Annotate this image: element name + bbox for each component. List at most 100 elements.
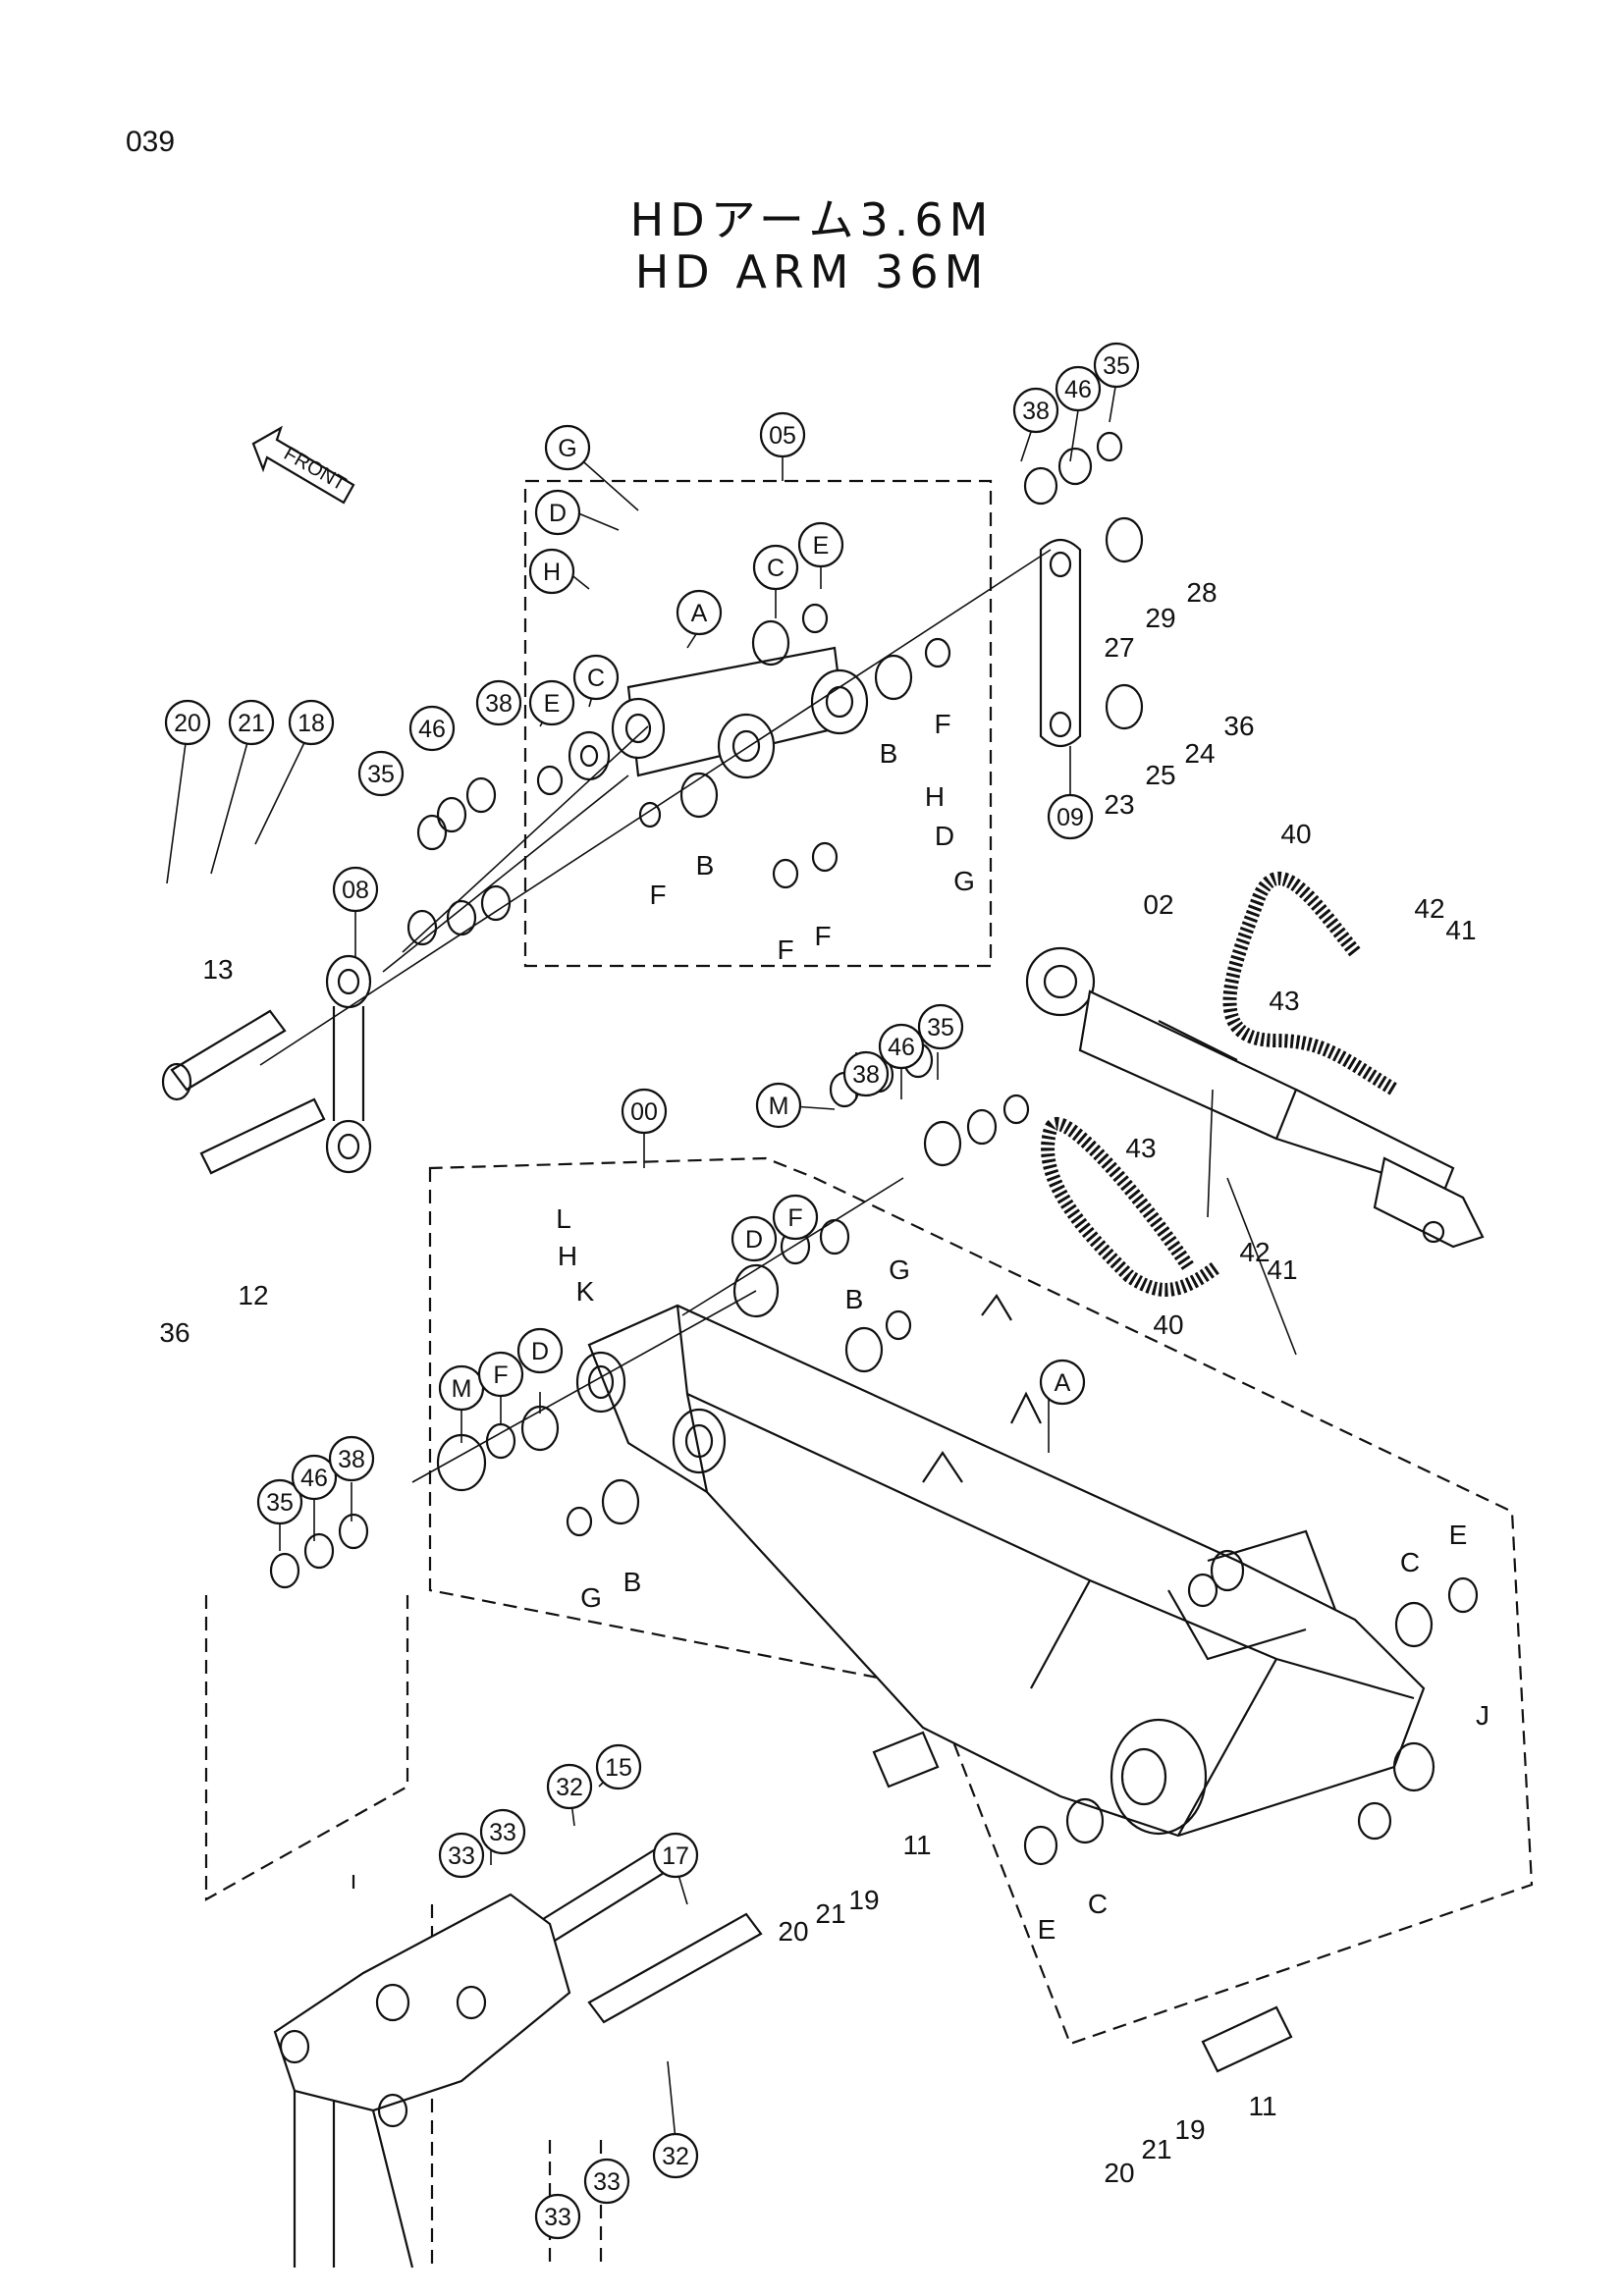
callout-text: 20 (174, 710, 201, 737)
callout-circled-c-G1: G (544, 424, 591, 471)
callout-text: 35 (1103, 352, 1130, 380)
callout-circled-c-E1: E (797, 521, 844, 568)
callout-label-l-J: J (1476, 1700, 1489, 1731)
callout-text: 05 (769, 422, 796, 450)
callout-label-l-23: 23 (1104, 789, 1134, 820)
callout-text: H (558, 1241, 577, 1271)
hydraulic-hose-40-lower (1041, 1117, 1222, 1297)
hydraulic-hose-40-upper (1222, 872, 1398, 1096)
callout-text: L (556, 1203, 571, 1234)
callout-text: 19 (1174, 2114, 1205, 2145)
page-number: 039 (126, 126, 176, 158)
callout-label-l-40b: 40 (1153, 1309, 1183, 1340)
callout-circled-c-09: 09 (1047, 793, 1094, 840)
callout-text: 11 (902, 1830, 931, 1860)
callout-text: H (543, 559, 561, 586)
callout-label-l-24: 24 (1184, 738, 1215, 769)
callout-circled-c-D2: D (731, 1215, 778, 1262)
callout-text: M (452, 1375, 472, 1403)
callout-label-l-43a: 43 (1269, 986, 1299, 1016)
callout-text: 42 (1414, 893, 1444, 924)
callout-text: 43 (1125, 1133, 1156, 1163)
callout-label-l-E3: E (1449, 1520, 1468, 1550)
callout-text: 33 (448, 1842, 475, 1870)
callout-circled-c-38a: 38 (1012, 387, 1059, 434)
callout-text: 38 (338, 1446, 365, 1473)
callout-text: G (953, 866, 975, 896)
callout-text: 40 (1280, 819, 1311, 849)
callout-label-l-12: 12 (238, 1280, 268, 1310)
callout-text: D (745, 1226, 763, 1254)
callout-text: 40 (1153, 1309, 1183, 1340)
callout-label-l-B3: B (845, 1284, 864, 1314)
callout-text: G (580, 1582, 602, 1613)
callout-circled-c-C1: C (752, 544, 799, 591)
callout-text: 33 (593, 2168, 621, 2196)
callout-circled-c-35b: 35 (357, 750, 405, 797)
callout-label-l-41b: 41 (1267, 1255, 1297, 1285)
callout-label-l-B4: B (623, 1567, 642, 1597)
callout-circled-c-E2: E (528, 679, 575, 726)
callout-text: G (889, 1255, 910, 1285)
callout-text: K (576, 1276, 595, 1307)
callout-text: 13 (202, 954, 233, 985)
callout-circled-c-D3: D (516, 1327, 564, 1374)
callout-circled-c-33c: 33 (534, 2193, 581, 2240)
callout-text: 41 (1267, 1255, 1297, 1285)
callout-text: F (649, 880, 666, 910)
callout-circled-c-35a: 35 (1093, 342, 1140, 389)
callout-text: 46 (1064, 376, 1092, 403)
callout-text: 12 (238, 1280, 268, 1310)
callout-label-l-29: 29 (1145, 603, 1175, 633)
arm-link-08 (325, 954, 372, 1174)
callout-text: 20 (1104, 2158, 1134, 2188)
callout-text: 20 (778, 1916, 808, 1947)
callout-circled-c-38d: 38 (328, 1435, 375, 1482)
callout-text: 46 (888, 1034, 915, 1061)
callout-text: 02 (1143, 889, 1173, 920)
bucket-outline (273, 1893, 571, 2269)
callout-text: E (1038, 1914, 1056, 1945)
callout-circled-c-33b: 33 (479, 1808, 526, 1855)
callout-text: 24 (1184, 738, 1215, 769)
pins (161, 1009, 1293, 2073)
callout-label-l-K: K (576, 1276, 595, 1307)
callout-text: 21 (815, 1898, 845, 1929)
callout-circled-c-46a: 46 (1055, 365, 1102, 412)
callout-label-l-G4: G (580, 1582, 602, 1613)
callout-label-l-36a: 36 (1223, 711, 1254, 741)
assembly-box-00 (428, 1156, 1534, 2046)
callout-circled-c-32a: 32 (546, 1763, 593, 1810)
title-japanese: HDアーム3.6M (629, 193, 995, 246)
callout-label-l-G3: G (889, 1255, 910, 1285)
callout-circled-c-18: 18 (288, 699, 335, 746)
callout-text: 46 (300, 1465, 328, 1492)
callout-circled-c-33d: 33 (583, 2158, 630, 2205)
callout-text: 35 (367, 761, 395, 788)
callout-circled-c-21a: 21 (228, 699, 275, 746)
callout-text: 21 (1141, 2134, 1171, 2164)
callout-text: F (787, 1204, 802, 1232)
front-arrow-icon: FRONT (251, 425, 355, 505)
callout-text: D (549, 500, 567, 527)
callout-text: 46 (418, 716, 446, 743)
callout-text: A (691, 600, 708, 627)
callout-text: 00 (630, 1098, 658, 1126)
bucket-link-09 (1039, 538, 1082, 748)
callout-text: 36 (1223, 711, 1254, 741)
callout-text: 15 (605, 1754, 632, 1782)
callout-text: 35 (927, 1014, 954, 1041)
callout-label-l-F3: F (934, 709, 950, 739)
callout-circled-c-32b: 32 (652, 2132, 699, 2179)
callout-label-l-F4: F (649, 880, 666, 910)
callout-label-l-H3: H (558, 1241, 577, 1271)
callout-label-l-42b: 42 (1239, 1237, 1270, 1267)
callout-circled-c-M2: M (438, 1364, 485, 1412)
callout-text: C (1088, 1889, 1108, 1919)
callout-text: 35 (266, 1489, 294, 1517)
callout-text: C (587, 665, 605, 692)
callout-circled-c-38b: 38 (475, 679, 522, 726)
callout-text: 33 (489, 1819, 516, 1846)
